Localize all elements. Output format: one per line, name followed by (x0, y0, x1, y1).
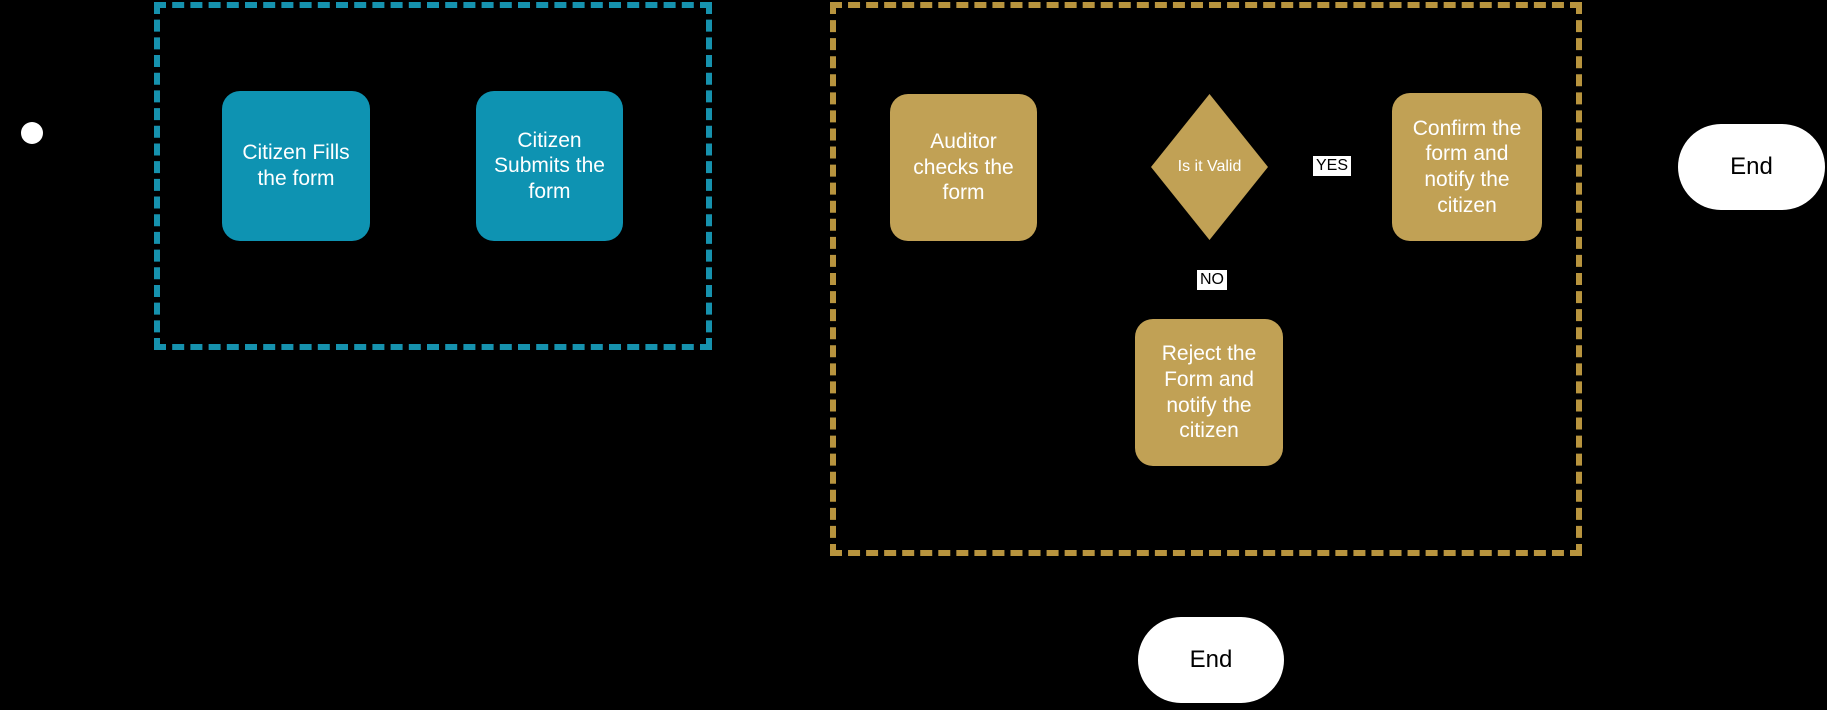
diamond-label: Is it Valid (1177, 158, 1242, 175)
lane-auditor (830, 2, 1582, 556)
lane-citizen (154, 2, 712, 350)
node-citizen-submits: Citizen Submits the form (476, 91, 623, 241)
end-node-reject: End (1138, 617, 1284, 703)
edge-label-no: NO (1197, 270, 1227, 290)
diamond-polygon (1151, 94, 1268, 240)
node-auditor-checks: Auditor checks the form (890, 94, 1037, 241)
start-node (21, 122, 43, 144)
end-node-main: End (1678, 124, 1825, 210)
node-citizen-fills: Citizen Fills the form (222, 91, 370, 241)
diamond-shape (1151, 94, 1268, 240)
node-is-it-valid: Is it Valid (1151, 94, 1268, 240)
node-reject-form: Reject the Form and notify the citizen (1135, 319, 1283, 466)
edge-label-yes: YES (1313, 156, 1352, 176)
node-confirm-form: Confirm the form and notify the citizen (1392, 93, 1542, 241)
